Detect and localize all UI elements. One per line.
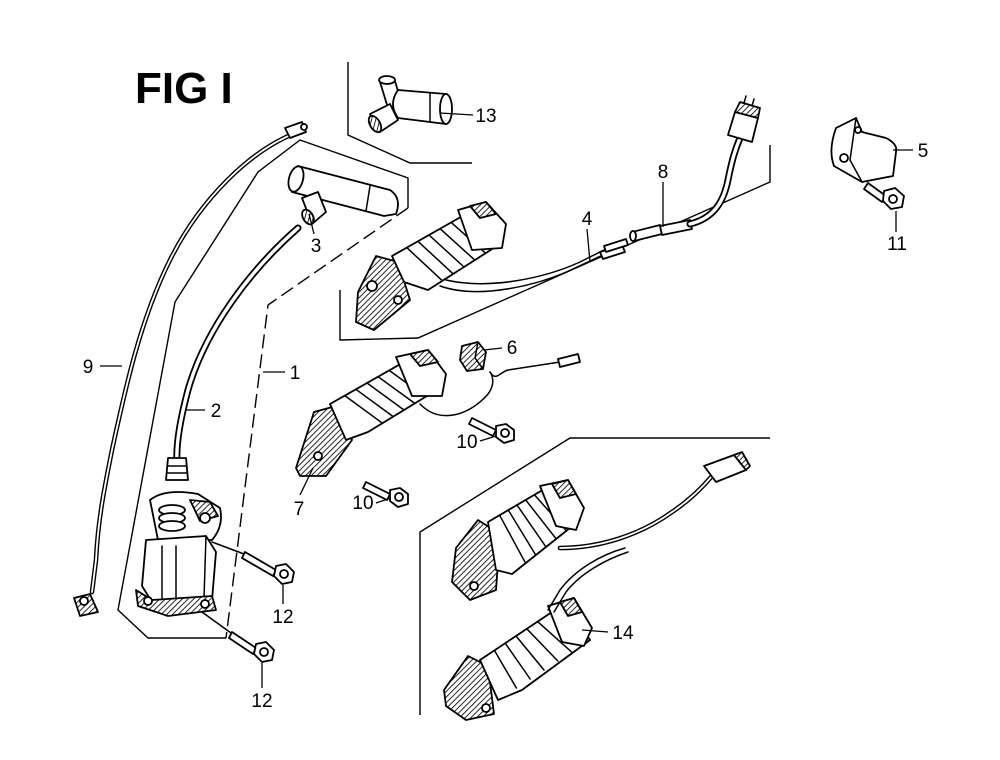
outline-group-14 [419, 437, 770, 715]
bolt-part-10-upper [468, 417, 515, 444]
bolt-part-11 [863, 182, 905, 210]
leader-3 [308, 213, 315, 235]
callout-8: 8 [658, 162, 669, 183]
plug-cap-part-3 [287, 165, 399, 226]
callout-11: 11 [887, 234, 907, 255]
callout-12-lower: 12 [251, 691, 272, 712]
callout-6: 6 [507, 338, 518, 359]
connector-part-8 [629, 219, 693, 242]
callout-labels: 13 5 11 8 4 3 1 9 2 6 10 10 7 12 12 14 [83, 106, 929, 712]
outline-group-4 [339, 145, 771, 341]
callout-10-upper: 10 [456, 432, 477, 453]
plug-cap-part-13 [367, 75, 453, 134]
coil-part-4 [355, 201, 507, 331]
leader-13 [439, 112, 474, 116]
coil-part-14-upper [451, 479, 585, 601]
callout-2: 2 [211, 401, 222, 422]
outline-group-1 [117, 139, 409, 639]
leader-4 [586, 228, 591, 263]
callout-12-upper: 12 [272, 607, 293, 628]
lead-part-2 [165, 224, 302, 481]
coil-part-7-wire [419, 353, 581, 417]
callout-5: 5 [918, 141, 929, 162]
leader-lines [100, 112, 913, 688]
coil-part-4-wires [439, 238, 629, 293]
callout-1: 1 [290, 363, 301, 384]
leader-14 [581, 629, 609, 633]
leader-6 [483, 347, 503, 351]
callout-13: 13 [475, 106, 496, 127]
outline-group-1-dashed [225, 207, 409, 639]
coupler-cable [686, 95, 761, 228]
callout-14: 14 [612, 623, 634, 644]
clamp-part-6 [459, 341, 487, 372]
group-outlines [117, 62, 771, 715]
callout-10-lower: 10 [352, 493, 373, 514]
figure-title: FIG I [135, 64, 233, 113]
leader-10-lower [375, 497, 392, 504]
wire-part-9 [73, 121, 308, 617]
coil-part-14-wiring [547, 451, 751, 613]
bolt-part-12-lower [201, 611, 275, 663]
callout-7: 7 [294, 499, 305, 520]
coil-part-7 [295, 349, 447, 477]
coil-part-14-lower [443, 597, 593, 721]
leader-10-upper [479, 435, 497, 442]
bracket-part-5 [830, 117, 898, 183]
leader-7 [299, 467, 314, 496]
callout-9: 9 [83, 357, 94, 378]
callout-3: 3 [311, 236, 322, 257]
outline-group-13 [347, 62, 472, 164]
callout-4: 4 [582, 209, 593, 230]
bolt-part-12-upper [211, 541, 295, 585]
ignition-coil-part-1 [135, 491, 222, 617]
